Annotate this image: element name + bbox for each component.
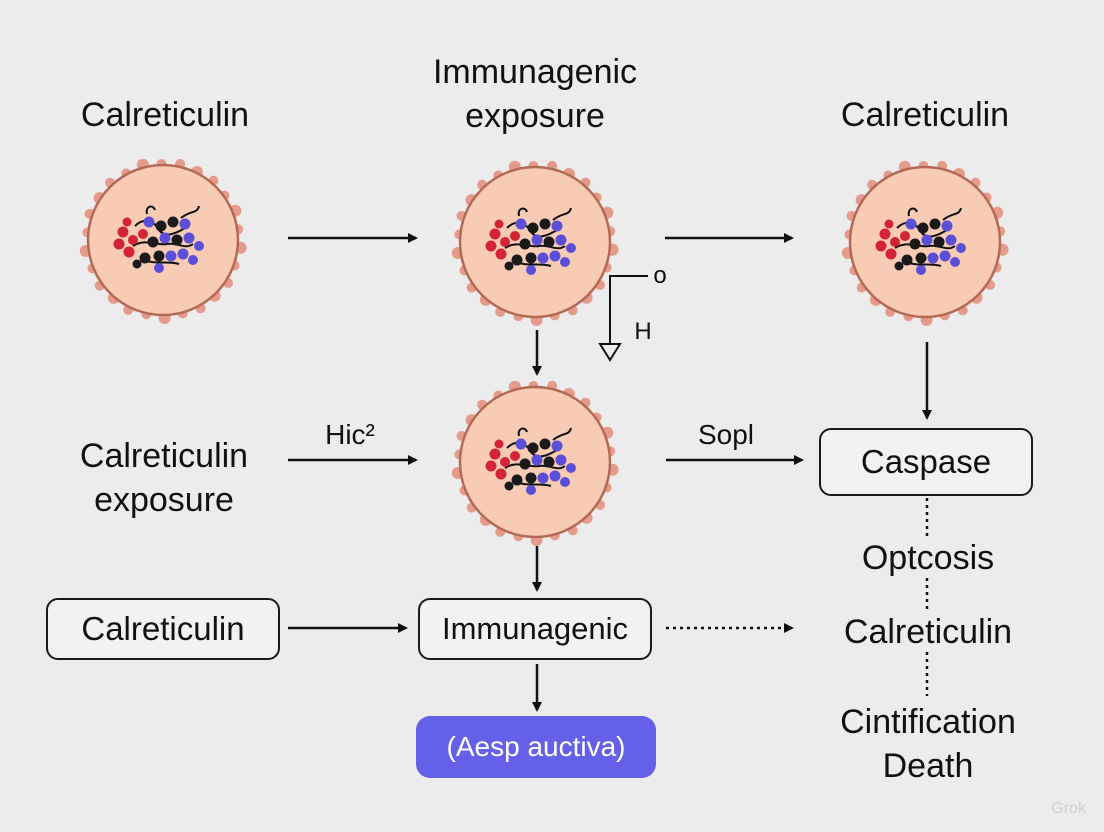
label-immunagenic-top: Immunagenic [432, 53, 638, 91]
hollow-arrowhead-icon [598, 343, 622, 362]
cell-3-cell-with-molecule-icon [841, 160, 1009, 326]
cell-4-cell-with-molecule-icon [451, 380, 619, 546]
label-optcosis: Optcosis [861, 539, 995, 577]
label-calreticulin-mid-left: Calreticulin [79, 437, 249, 475]
label-side-h: H [634, 318, 652, 345]
cell-2-cell-with-molecule-icon [451, 160, 619, 326]
label-calreticulin-right: Calreticulin [843, 613, 1013, 651]
label-cintification: Cintification [840, 703, 1016, 741]
label-calreticulin-top-left: Calreticulin [80, 96, 250, 134]
label-side-o: o [653, 262, 667, 289]
label-hic: Hic² [325, 419, 375, 450]
label-sopl: Sopl [697, 419, 755, 450]
watermark: Grok [1051, 800, 1086, 817]
caspase-box: Caspase [819, 428, 1033, 496]
aesp-auctiva-pill: (Aesp auctiva) [416, 716, 656, 778]
immunagenic-box: Immunagenic [418, 598, 652, 660]
side-bracket [609, 275, 648, 344]
label-death: Death [882, 747, 974, 785]
cell-1-cell-with-molecule-icon [79, 158, 247, 324]
calreticulin-box: Calreticulin [46, 598, 280, 660]
label-exposure-mid-left: exposure [94, 481, 234, 519]
label-exposure-top: exposure [465, 97, 605, 135]
label-calreticulin-top-right: Calreticulin [840, 96, 1010, 134]
